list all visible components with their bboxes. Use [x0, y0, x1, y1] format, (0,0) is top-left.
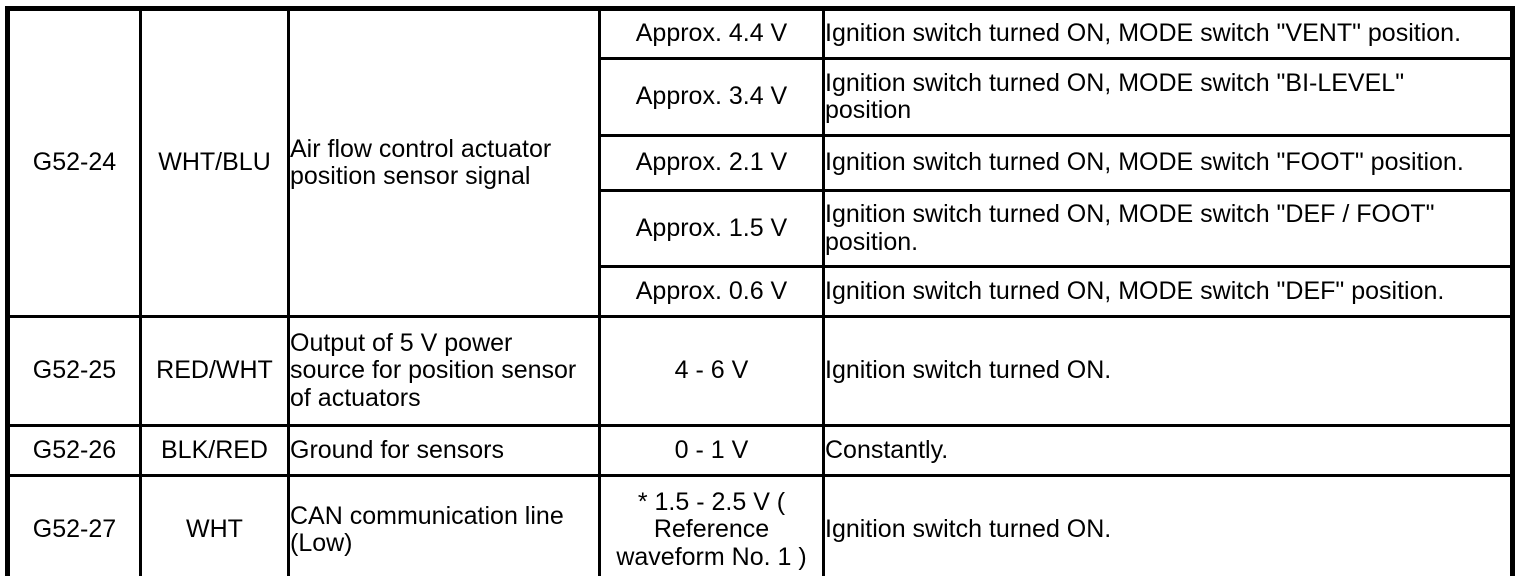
wire-color-cell: RED/WHT [139, 315, 290, 427]
table-row: G52-25 RED/WHT Output of 5 V power sourc… [6, 315, 1514, 427]
condition-cell: Ignition switch turned ON, MODE switch "… [822, 57, 1514, 137]
voltage-cell: Approx. 0.6 V [598, 265, 825, 318]
table-row: Approx. 0.6 V Ignition switch turned ON,… [8, 265, 1514, 318]
wire-color-cell: BLK/RED [139, 424, 290, 477]
voltage-cell: Approx. 2.1 V [598, 134, 825, 192]
condition-cell: Ignition switch turned ON. [822, 315, 1514, 427]
condition-text: Ignition switch turned ON, MODE switch "… [825, 68, 1405, 124]
terminal-cell: G52-27 [6, 474, 142, 576]
description-cell: Output of 5 V power source for position … [287, 315, 601, 427]
voltage-cell: 4 - 6 V [598, 315, 825, 427]
wire-color-cell: WHT/BLU [139, 7, 290, 318]
voltage-cell: Approx. 4.4 V [598, 7, 825, 60]
description-text: Output of 5 V power source for position … [290, 328, 577, 412]
wire-color-cell: WHT [139, 474, 290, 576]
terminal-cell: G52-24 [6, 7, 142, 318]
condition-cell: Ignition switch turned ON, MODE switch "… [822, 134, 1514, 192]
condition-cell: Ignition switch turned ON, MODE switch "… [822, 189, 1514, 268]
description-text: Air flow control actuator position senso… [290, 134, 552, 190]
terminal-cell: G52-26 [6, 424, 142, 477]
terminal-cell: G52-25 [6, 315, 142, 427]
description-text: CAN communication line (Low) [290, 501, 564, 557]
description-text: Ground for sensors [290, 435, 505, 464]
table-row: Approx. 1.5 V Ignition switch turned ON,… [8, 189, 1514, 268]
table-row: Approx. 2.1 V Ignition switch turned ON,… [8, 134, 1514, 192]
manual-page: G52-24 WHT/BLU Air flow control actuator… [0, 6, 1520, 576]
condition-cell: Constantly. [822, 424, 1514, 477]
condition-cell: Ignition switch turned ON, MODE switch "… [822, 7, 1514, 60]
table-row: Approx. 3.4 V Ignition switch turned ON,… [8, 57, 1514, 137]
table-row: G52-24 WHT/BLU Air flow control actuator… [6, 7, 1514, 318]
voltage-cell: Approx. 1.5 V [598, 189, 825, 268]
voltage-cell: Approx. 3.4 V [598, 57, 825, 137]
condition-text: Ignition switch turned ON, MODE switch "… [825, 200, 1435, 256]
voltage-cell: 0 - 1 V [598, 424, 825, 477]
condition-cell: Ignition switch turned ON, MODE switch "… [822, 265, 1514, 318]
table-row: G52-26 BLK/RED Ground for sensors 0 - 1 … [6, 424, 1514, 477]
description-cell: Ground for sensors [287, 424, 601, 477]
condition-cell: Ignition switch turned ON. [822, 474, 1514, 576]
voltage-cell: * 1.5 - 2.5 V ( Reference waveform No. 1… [598, 474, 825, 576]
voltage-text: * 1.5 - 2.5 V ( Reference waveform No. 1… [616, 487, 807, 571]
terminal-voltage-table: G52-24 WHT/BLU Air flow control actuator… [5, 6, 1515, 576]
table-row: G52-27 WHT CAN communication line (Low) … [6, 474, 1514, 576]
description-cell: Air flow control actuator position senso… [287, 7, 601, 318]
description-cell: CAN communication line (Low) [287, 474, 601, 576]
